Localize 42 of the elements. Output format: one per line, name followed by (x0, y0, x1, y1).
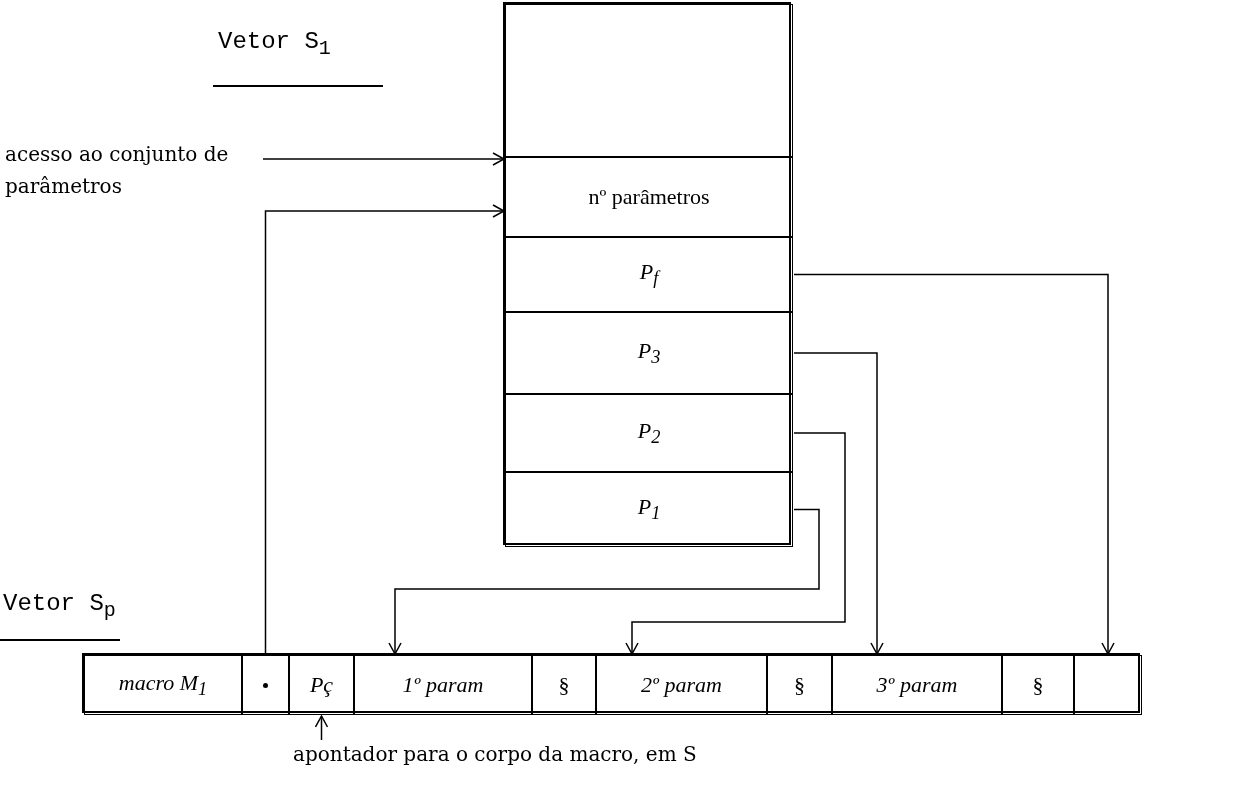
memory-cell (532, 655, 596, 715)
memory-cell (505, 312, 793, 394)
cell-text: § (794, 672, 805, 698)
cell-text: § (1032, 672, 1044, 698)
cell-text: Pç (309, 672, 334, 698)
cell-text: 3º param (876, 672, 958, 698)
memory-cell (505, 237, 793, 312)
arrow (262, 152, 505, 166)
memory-cell (505, 394, 793, 472)
empty-cell (1074, 655, 1142, 715)
pointer-cell (242, 655, 289, 715)
memory-cell (84, 655, 242, 715)
cell-text: 2º param (641, 672, 722, 698)
memory-cell (354, 655, 532, 715)
arrow (314, 715, 329, 741)
memory-cell (289, 655, 354, 715)
vector-box (503, 2, 791, 545)
memory-cell (596, 655, 767, 715)
vector-heading: Vetor S$_{1}$ (218, 28, 331, 60)
cell-text: P$_{f}$ (639, 259, 659, 290)
arrow (793, 273, 1115, 655)
arrow (625, 432, 846, 655)
arrow (264, 204, 505, 655)
vector-heading: Vetor S$_{p}$ (3, 590, 116, 622)
cell-text: macro M$_{1}$ (118, 669, 208, 701)
memory-cell (767, 655, 832, 715)
annotation-text: acesso ao conjunto de parâmetros (5, 138, 255, 208)
memory-cell (832, 655, 1002, 715)
annotation-text: apontador para o corpo da macro, em S (293, 738, 713, 772)
cell-text: P$_{2}$ (637, 417, 661, 449)
cell-text: P$_{3}$ (637, 337, 661, 369)
empty-cell (505, 4, 793, 157)
cell-text: § (558, 672, 570, 698)
memory-cell (505, 157, 793, 237)
arrow (793, 352, 884, 655)
vector-row (82, 653, 1140, 713)
cell-text: 1º param (402, 672, 484, 698)
memory-cell (505, 472, 793, 547)
memory-cell (1002, 655, 1074, 715)
cell-text: nº parâmetros (588, 184, 710, 210)
arrow (388, 508, 820, 655)
cell-text: P$_{1}$ (637, 494, 661, 525)
